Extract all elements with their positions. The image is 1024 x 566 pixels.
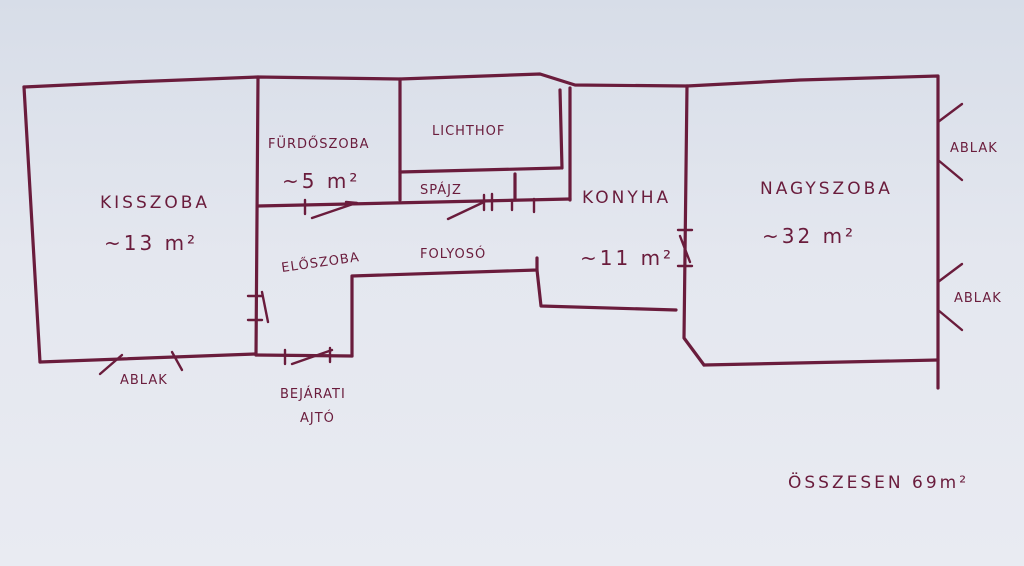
window-bottom-label: ABLAK [120,373,168,388]
eloszoba-label: ELŐSZOBA [280,249,360,276]
kisszoba-door-swing [260,290,270,324]
entrance-label-line2: AJTÓ [300,410,335,426]
window-labels: ABLAK ABLAK ABLAK [120,141,1002,388]
konyha-label: KONYHA [582,188,671,208]
nagyszoba-label: NAGYSZOBA [760,179,893,199]
lichthof-right-wall [558,88,564,170]
corridor-inner-wall [350,256,539,358]
kitchen-door-swing [678,234,692,264]
nagyszoba-left-wall [682,84,706,367]
room-labels: KISSZOBA ~13 m² FÜRDŐSZOBA ~5 m² LICHTHO… [100,124,893,276]
doors [246,192,694,366]
kisszoba-bottom-wall [38,352,257,364]
nagyszoba-area: ~32 m² [762,224,856,248]
nagyszoba-bottom-wall [702,358,940,367]
entrance-bottom-wall [254,353,354,358]
entrance-label: BEJÁRATI AJTÓ [280,386,346,426]
window-right-bottom-label: ABLAK [954,291,1002,306]
kitchen-bottom-step [535,268,678,312]
kisszoba-left-wall [22,85,42,364]
window-right-top-mark-b [936,158,964,182]
window-right-top-mark-a [936,102,964,124]
windows [98,102,964,376]
kisszoba-right-wall [254,75,260,357]
konyha-area: ~11 m² [580,246,674,270]
furdoszoba-label: FÜRDŐSZOBA [268,135,369,152]
window-right-bottom-mark-a [936,262,964,284]
bathroom-bottom-wall [256,197,572,208]
bathroom-door-swing [310,201,358,220]
bathroom-door-arrow [344,200,359,205]
lichthof-bottom-wall [398,166,562,174]
nagyszoba-outer-wall [685,74,940,390]
spajz-door-swing [446,200,486,221]
window-right-top-label: ABLAK [950,141,998,156]
kisszoba-area: ~13 m² [104,231,198,255]
outer-wall-top-left [22,72,689,89]
kisszoba-label: KISSZOBA [100,193,210,213]
entrance-door-swing [290,348,334,366]
window-bottom-left-mark [98,353,124,376]
entrance-label-line1: BEJÁRATI [280,386,346,402]
furdoszoba-area: ~5 m² [282,169,360,193]
interior-walls [254,75,678,358]
total-area-label: ÖSSZESEN 69m² [788,471,969,493]
window-right-bottom-mark-b [936,308,964,332]
spajz-label: SPÁJZ [420,182,462,198]
folyoso-label: FOLYOSÓ [420,246,486,262]
window-bottom-right-mark [170,350,184,372]
lichthof-label: LICHTHOF [432,124,505,139]
